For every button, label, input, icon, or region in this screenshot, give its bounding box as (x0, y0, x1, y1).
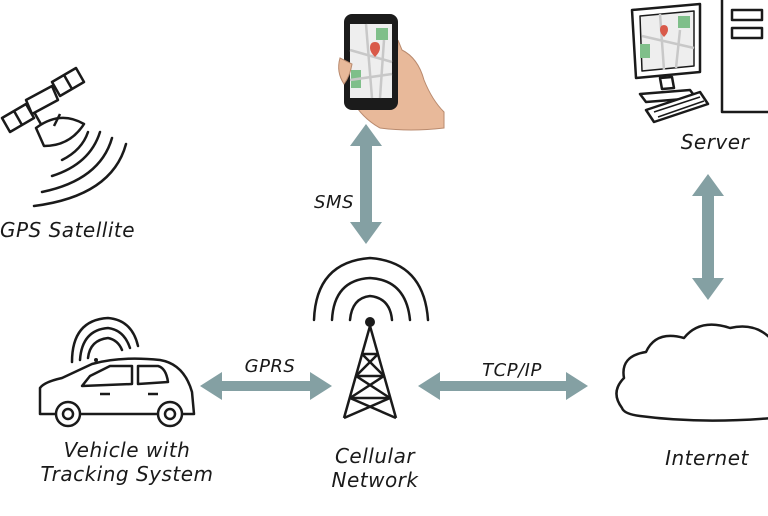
car-icon (38, 357, 196, 428)
satellite-icon (0, 66, 86, 148)
arrow-tcp-ip (418, 372, 588, 400)
smartphone-icon (338, 14, 445, 131)
gps-satellite-label: GPS Satellite (0, 218, 136, 242)
vehicle-label-line1: Vehicle with (63, 438, 191, 462)
arrow-server-internet (692, 174, 724, 300)
vehicle-label: Vehicle with Tracking System (20, 438, 234, 486)
cellular-label-line2: Network (331, 468, 419, 492)
server-icon (630, 0, 768, 124)
satellite-signal-waves (32, 130, 128, 208)
vehicle-signal-waves (70, 316, 140, 364)
gprs-link-label: GPRS (244, 356, 296, 377)
cellular-network-label: Cellular Network (310, 444, 440, 492)
vehicle-label-line2: Tracking System (40, 462, 214, 486)
cell-tower-icon (342, 317, 398, 420)
sms-link-label: SMS (314, 192, 354, 213)
cellular-label-line1: Cellular (334, 444, 416, 468)
tcp-ip-link-label: TCP/IP (482, 360, 542, 381)
cloud-icon (615, 323, 768, 422)
arrow-sms (350, 124, 382, 244)
internet-label: Internet (665, 446, 749, 470)
arrow-gprs (200, 372, 332, 400)
tower-signal-waves (312, 256, 430, 322)
server-label: Server (680, 130, 750, 154)
